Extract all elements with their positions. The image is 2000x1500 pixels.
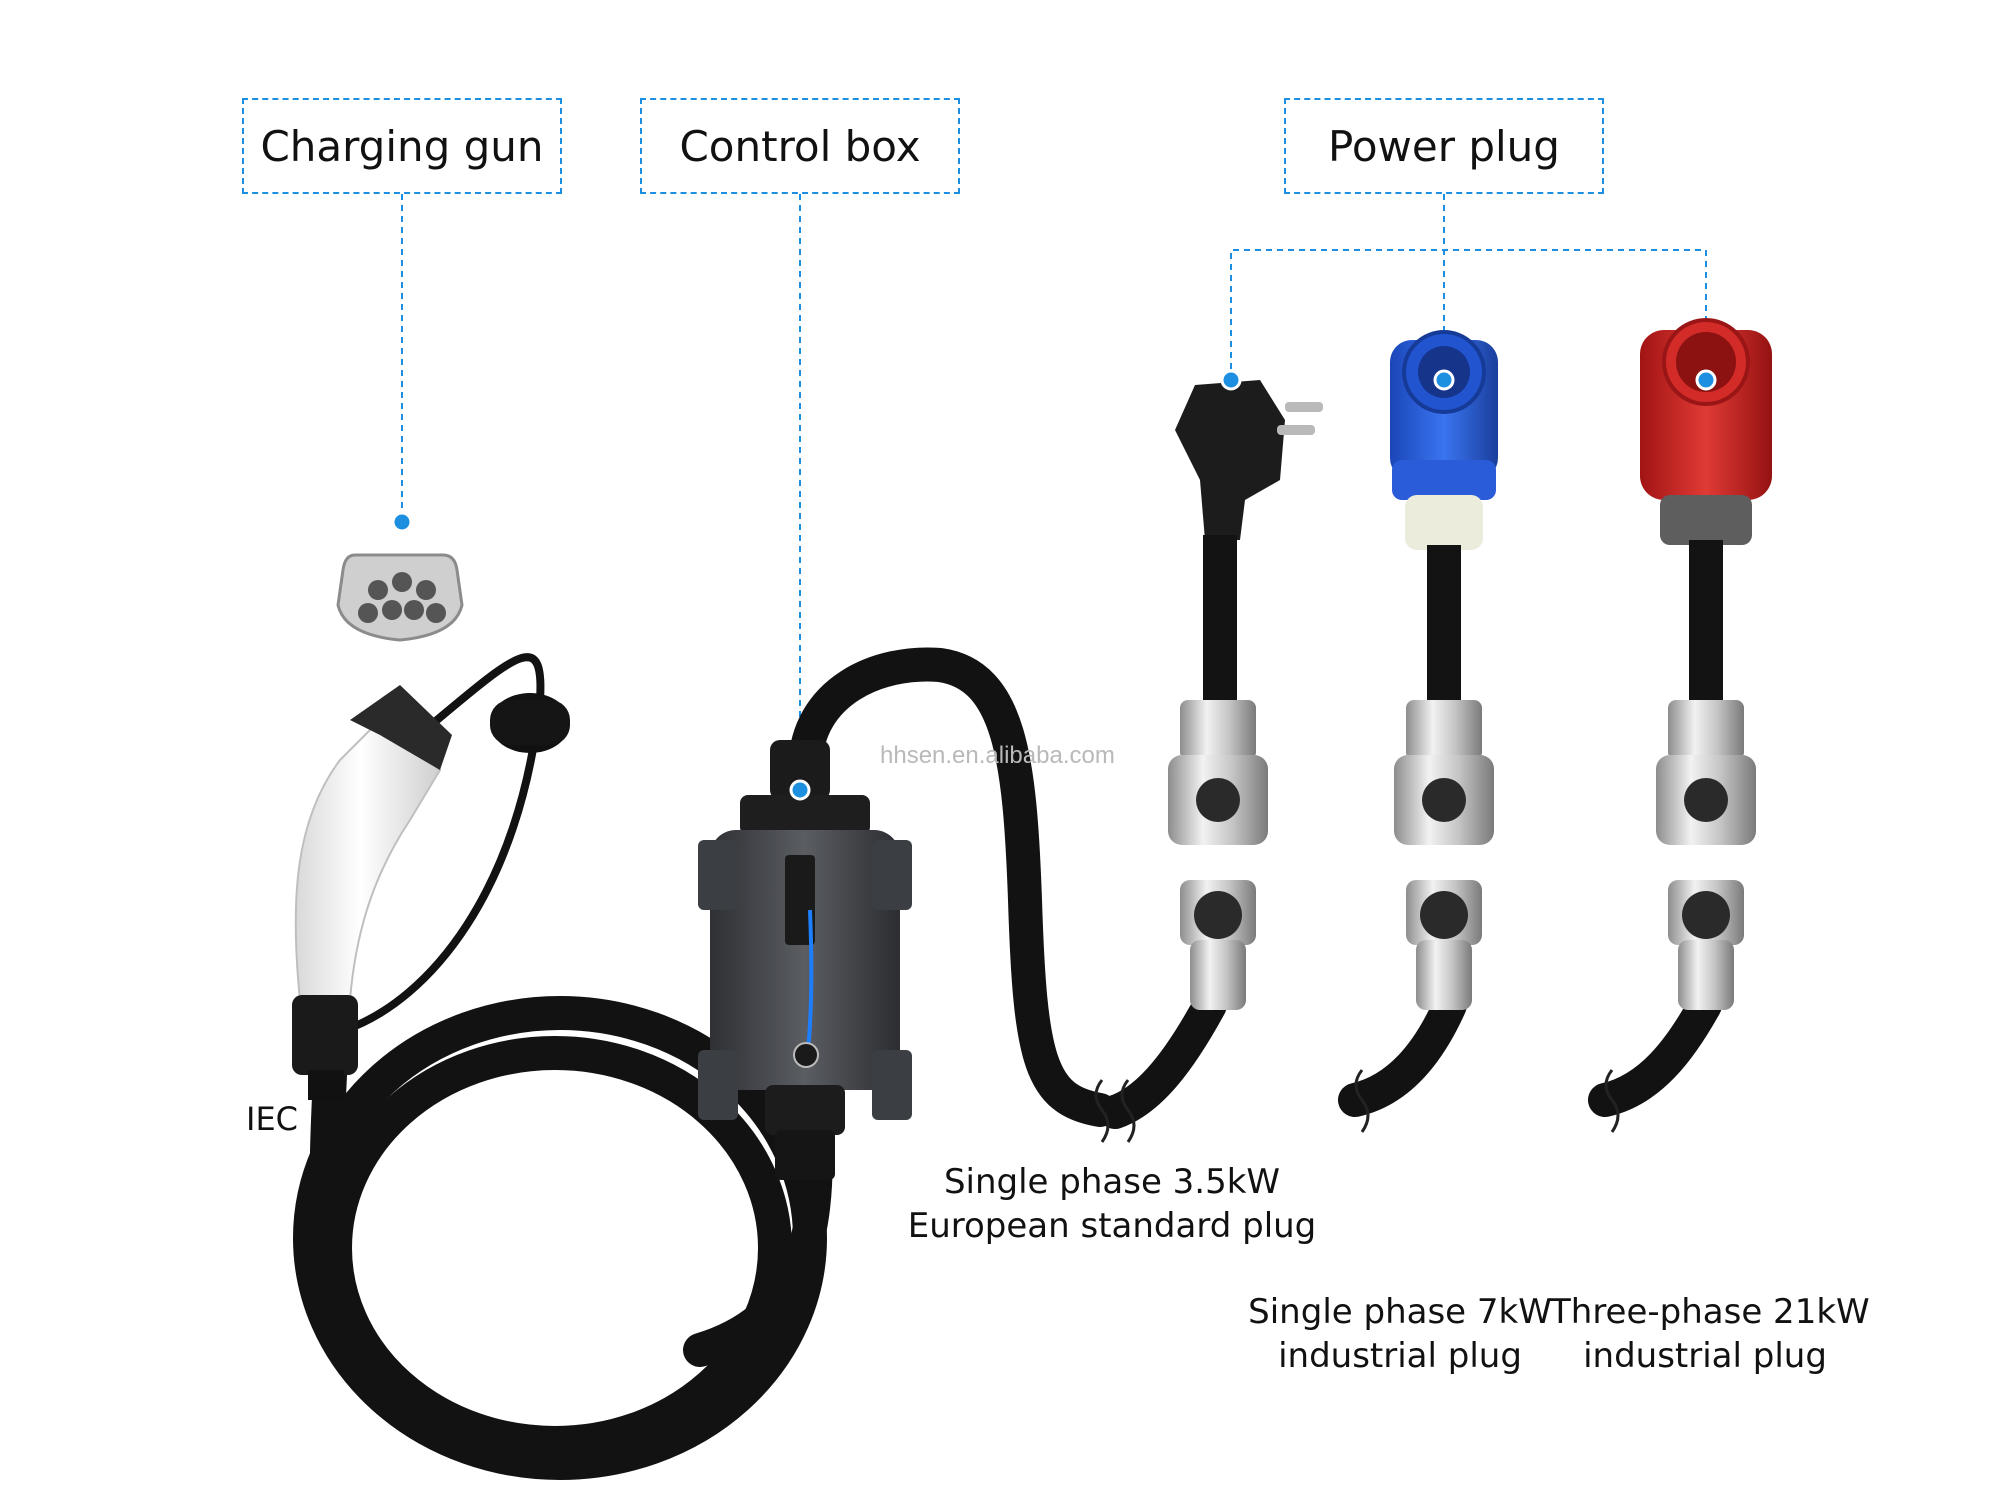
red-industrial-plug-illustration — [1640, 318, 1772, 705]
power-plug-label: Power plug — [1284, 98, 1604, 194]
plug-caption-line2: industrial plug — [1583, 1336, 1827, 1376]
iec-label: IEC — [246, 1100, 298, 1138]
plug-caption-european: Single phase 3.5kW European standard plu… — [902, 1160, 1322, 1248]
control-box-label: Control box — [640, 98, 960, 194]
connector-lines — [401, 194, 1707, 790]
type2-socket-face-icon — [336, 553, 464, 642]
plug-caption-line1: Three-phase 21kW — [1550, 1292, 1870, 1332]
aviation-connectors — [1168, 700, 1756, 1010]
plug-caption-single-phase-7kw: Single phase 7kW industrial plug — [1245, 1290, 1555, 1378]
european-plug-illustration — [1175, 380, 1323, 700]
plug-caption-line1: Single phase 7kW — [1248, 1292, 1552, 1332]
plug-caption-line1: Single phase 3.5kW — [943, 1162, 1281, 1202]
charging-gun-illustration — [292, 685, 570, 1100]
plug-caption-line2: industrial plug — [1278, 1336, 1522, 1376]
marker-dots — [391, 369, 1717, 801]
watermark: hhsen.en.alibaba.com — [880, 742, 1115, 769]
cable-break-marks — [1094, 1069, 1620, 1143]
plug-caption-line2: European standard plug — [907, 1206, 1317, 1246]
control-box-illustration — [698, 740, 912, 1180]
charging-gun-label: Charging gun — [242, 98, 562, 194]
plug-caption-three-phase-21kw: Three-phase 21kW industrial plug — [1550, 1290, 1870, 1378]
